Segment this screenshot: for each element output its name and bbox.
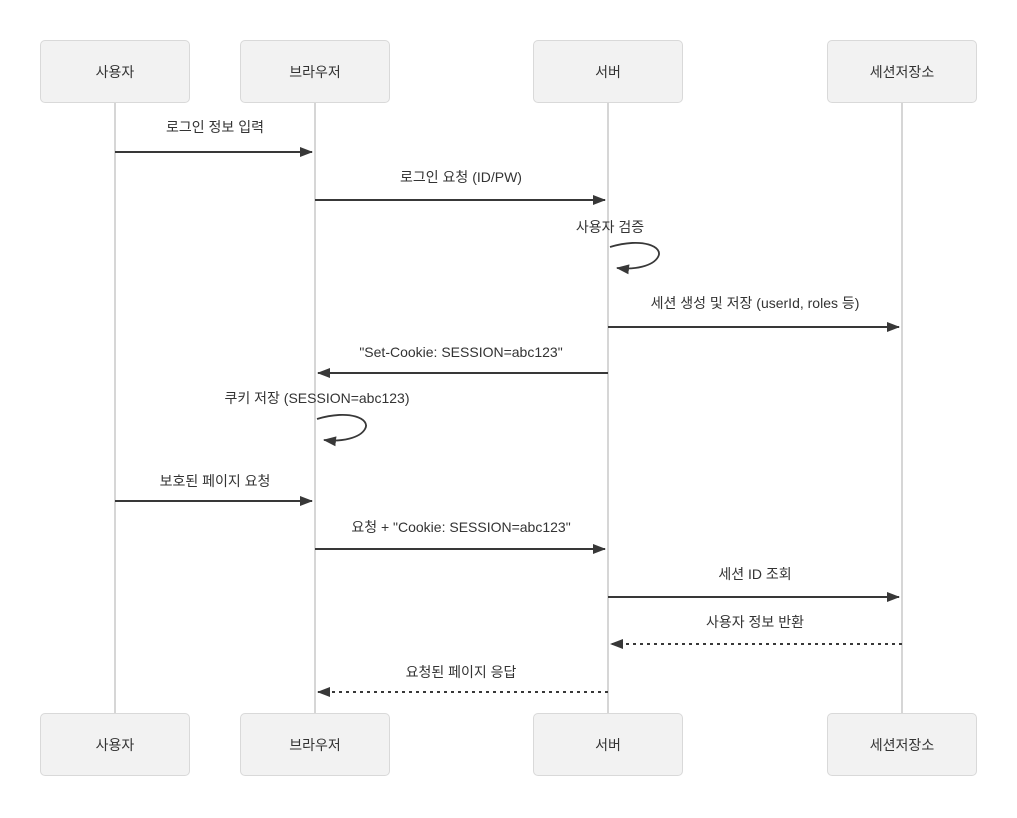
message-label-set-cookie: "Set-Cookie: SESSION=abc123" [359,344,563,360]
participant-session-store-bottom: 세션저장소 [827,713,977,776]
self-loop-user-verify [609,242,660,275]
participant-user-bottom: 사용자 [40,713,190,776]
message-label-protected-page-request: 보호된 페이지 요청 [159,473,271,489]
participant-server-top: 서버 [533,40,683,103]
participant-browser-top: 브라우저 [240,40,390,103]
participant-user-top: 사용자 [40,40,190,103]
message-label-cookie-save: 쿠키 저장 (SESSION=abc123) [224,390,410,406]
self-loop-cookie-save [316,414,367,447]
participant-session-store-top: 세션저장소 [827,40,977,103]
message-arrows [115,147,902,697]
message-label-login-request: 로그인 요청 (ID/PW) [400,169,522,185]
message-label-user-info-return: 사용자 정보 반환 [706,614,804,630]
message-label-request-with-cookie: 요청 + "Cookie: SESSION=abc123" [351,519,571,535]
lifelines [114,103,903,713]
message-label-session-id-lookup: 세션 ID 조회 [718,566,792,582]
message-label-user-verify: 사용자 검증 [575,219,645,235]
message-label-session-create: 세션 생성 및 저장 (userId, roles 등) [650,295,860,311]
message-label-page-response: 요청된 페이지 응답 [405,664,517,680]
message-label-login-input: 로그인 정보 입력 [166,119,264,135]
participant-server-bottom: 서버 [533,713,683,776]
participant-browser-bottom: 브라우저 [240,713,390,776]
